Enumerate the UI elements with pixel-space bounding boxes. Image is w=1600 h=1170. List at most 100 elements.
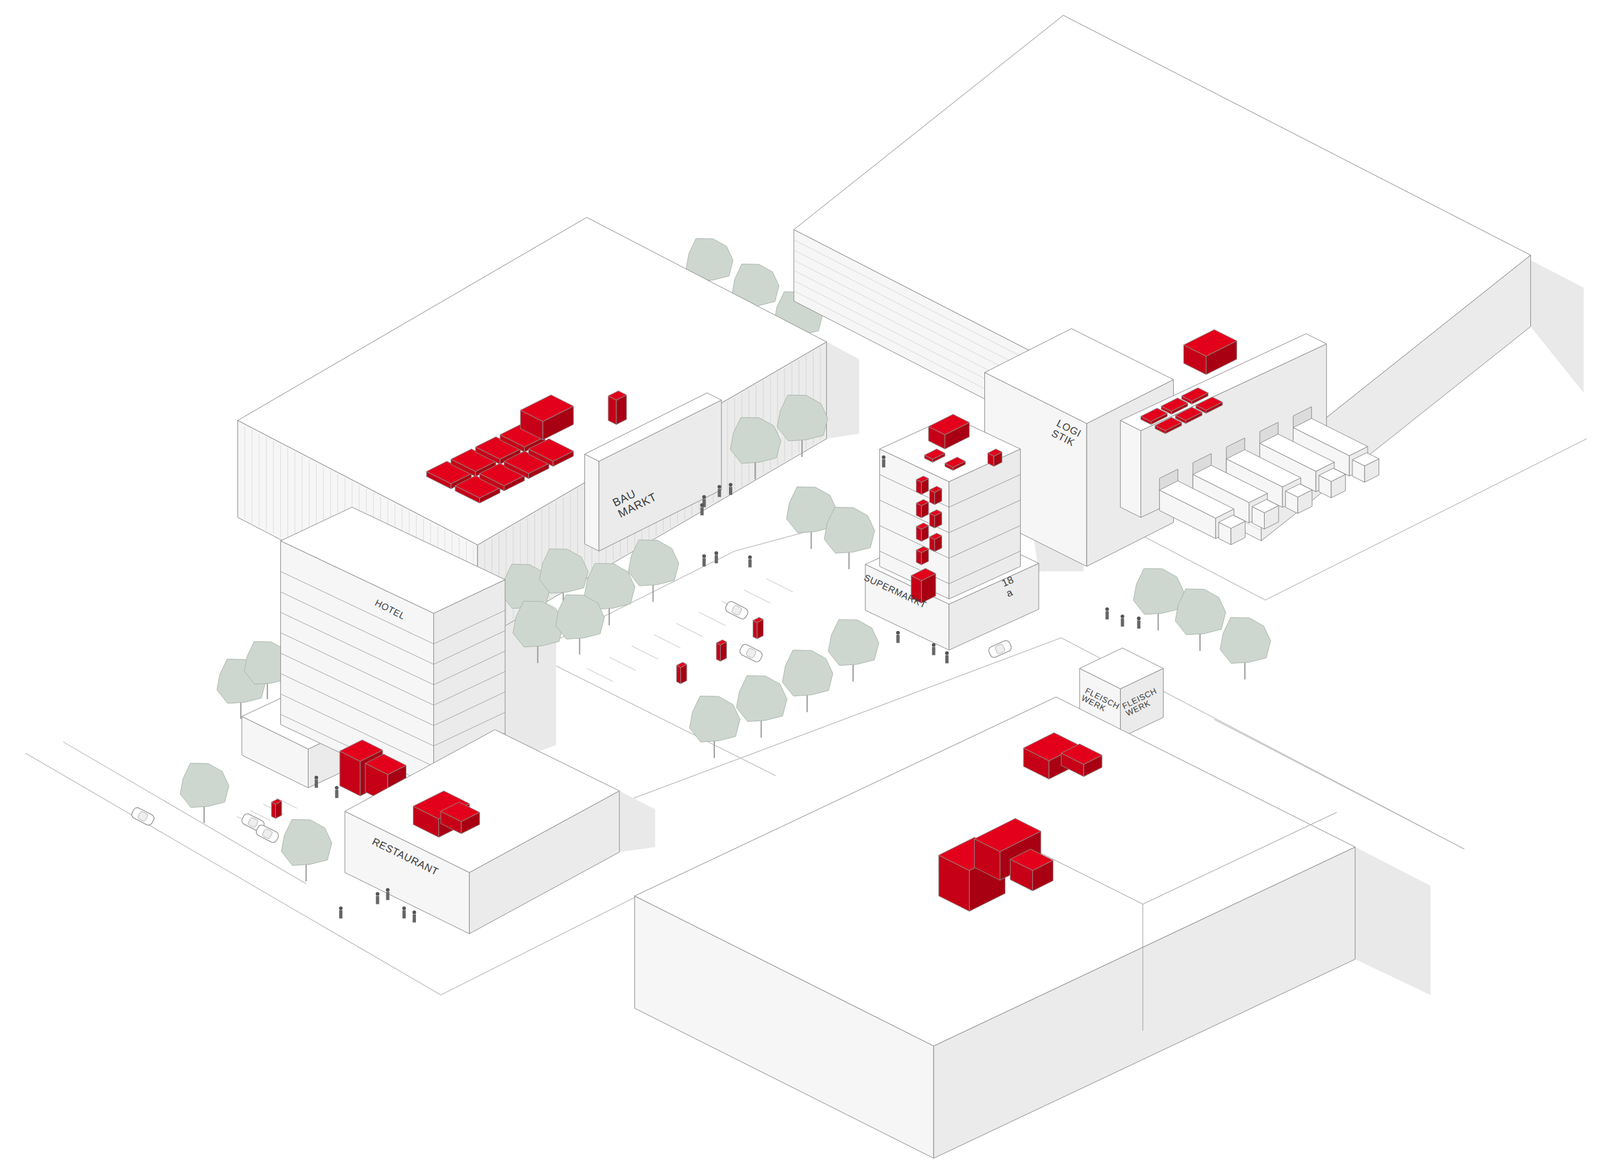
facade-module-roof — [911, 568, 936, 581]
person-body — [412, 914, 416, 923]
car-body — [254, 823, 280, 845]
tree-crown — [782, 650, 833, 697]
floor-line — [879, 499, 949, 533]
floor-line — [879, 474, 949, 507]
store-sign-roof — [584, 392, 722, 462]
roof-parapet — [1020, 812, 1337, 904]
person-head — [314, 775, 319, 780]
car — [987, 639, 1013, 659]
person-head — [748, 555, 752, 560]
car — [724, 600, 750, 621]
facade-line — [251, 430, 253, 523]
person-body — [728, 487, 733, 496]
truck-cab-roof — [1251, 499, 1279, 513]
person-body — [335, 789, 339, 799]
truck-cab-roof — [1218, 515, 1245, 529]
person-head — [702, 554, 706, 559]
person-head — [1120, 614, 1125, 619]
facade-line — [280, 444, 281, 538]
parking-line — [654, 634, 681, 649]
person-body — [402, 910, 406, 919]
person-head — [945, 651, 950, 656]
tree-crown — [689, 696, 740, 743]
facade-line — [258, 433, 260, 527]
person-body — [1105, 611, 1109, 620]
person-body — [385, 891, 390, 900]
person-body — [1120, 618, 1124, 627]
facade-module-roof — [916, 522, 929, 530]
parking-line — [766, 578, 793, 592]
person-body — [717, 488, 721, 498]
hotel-module-roof — [365, 753, 407, 775]
person-body — [931, 647, 936, 656]
tree-crown — [555, 594, 605, 639]
person-body — [700, 506, 704, 516]
person-head — [375, 892, 380, 896]
person — [931, 643, 936, 656]
facade-line — [294, 451, 296, 545]
person — [728, 482, 733, 495]
person — [1120, 614, 1125, 627]
person-head — [717, 485, 722, 489]
floor-line — [433, 691, 506, 726]
roof-unit-roof — [928, 414, 970, 435]
store-sign-face — [584, 454, 600, 552]
tree — [689, 696, 740, 759]
floor-line — [949, 499, 1021, 533]
person — [412, 910, 416, 923]
shadow — [619, 791, 656, 853]
charging-post-roof — [271, 798, 282, 804]
car-body — [987, 639, 1013, 659]
car-window — [745, 647, 757, 659]
solar-panel-roof — [924, 449, 946, 460]
person — [945, 651, 950, 664]
car — [254, 823, 280, 845]
floor-line — [280, 632, 434, 706]
tree-crown — [1219, 617, 1271, 664]
facade-module-roof — [929, 509, 942, 516]
solar-panel-roof — [944, 456, 966, 468]
facade-module-roof — [916, 476, 929, 483]
roof-unit-roof — [440, 801, 480, 822]
person — [314, 775, 319, 788]
tree-crown — [281, 819, 333, 866]
roof-unit-roof — [608, 391, 627, 400]
tree — [628, 540, 680, 603]
roof-unit-face — [608, 396, 617, 425]
person-body — [881, 458, 886, 468]
person-head — [728, 482, 733, 487]
facade-line — [266, 437, 267, 530]
tree-crown — [776, 394, 828, 441]
person-body — [714, 554, 719, 564]
person-body — [314, 779, 319, 788]
roof-unit-roof — [1009, 849, 1053, 871]
meat-factory-roof — [634, 696, 1356, 1046]
floor-line — [280, 612, 434, 685]
person — [700, 503, 704, 516]
tree — [180, 762, 230, 823]
person-head — [702, 495, 706, 500]
person — [1105, 607, 1110, 620]
truck-cab-roof — [1352, 452, 1379, 466]
person-body — [702, 558, 706, 567]
shadow — [826, 341, 859, 439]
shadow — [1530, 260, 1584, 393]
dock-block-face — [1120, 420, 1142, 518]
floor-line — [280, 571, 434, 644]
person — [402, 906, 407, 919]
person — [375, 892, 380, 905]
facade-line — [1142, 904, 1144, 1032]
car-window — [137, 810, 149, 822]
person — [334, 785, 339, 799]
tree — [730, 417, 781, 480]
floor-line — [433, 609, 506, 644]
floor-line — [949, 474, 1021, 507]
tree — [824, 507, 875, 570]
person-head — [700, 503, 704, 507]
shadow — [1354, 846, 1431, 995]
facade-line — [244, 426, 246, 520]
person — [881, 455, 886, 468]
person — [1136, 616, 1141, 629]
roof-unit-roof — [520, 394, 574, 422]
